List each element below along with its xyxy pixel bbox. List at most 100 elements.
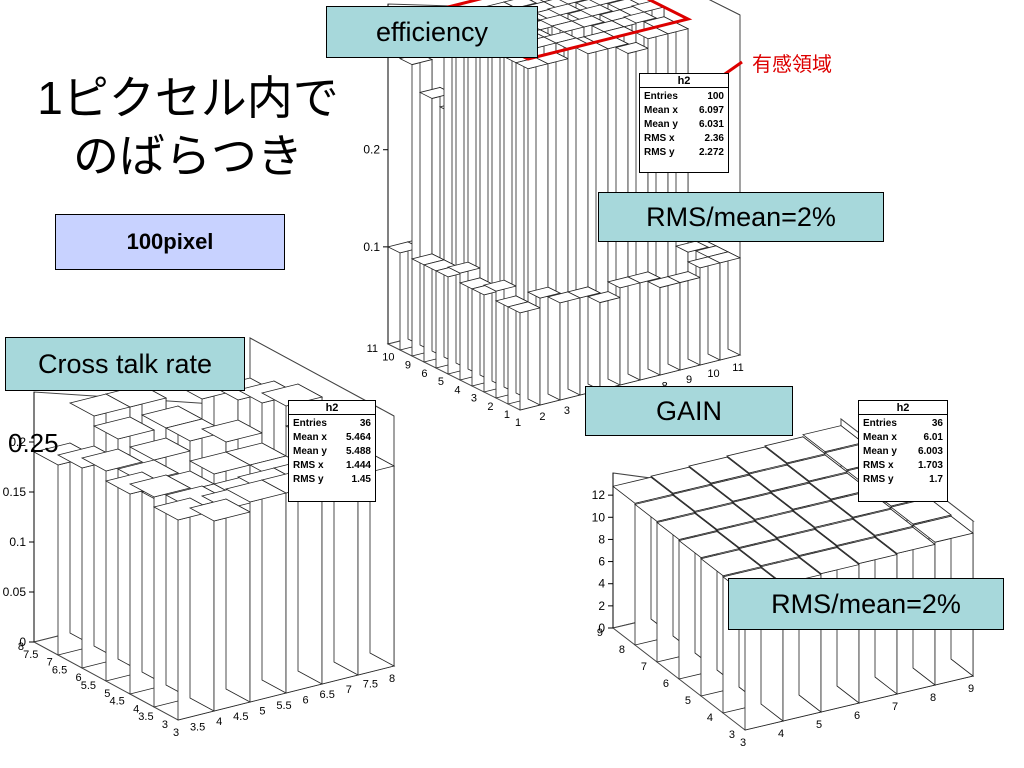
bar-top-face (808, 472, 870, 500)
y-tick-label: 7 (641, 661, 647, 673)
x-tick-label: 4 (216, 716, 222, 728)
y-tick-label: 7 (47, 657, 53, 669)
stats-name: h2 (859, 402, 947, 415)
lego-bar (506, 301, 542, 411)
z-tick-label: 0.2 (363, 143, 380, 157)
bar-top-face (80, 448, 144, 472)
x-tick-label: 4.5 (233, 711, 248, 723)
bar-top-face (614, 42, 650, 54)
bar-top-face (546, 3, 582, 16)
bar-side-face (333, 471, 359, 676)
bar-top-face (634, 494, 696, 522)
z-tick-label: 0.1 (363, 240, 380, 254)
bar-top-face (666, 271, 702, 283)
bar-side-face (189, 497, 215, 712)
bar-top-face (672, 484, 734, 512)
y-tick-label: 9 (597, 627, 603, 639)
y-tick-label: 6 (663, 678, 669, 690)
bar-side-face (607, 290, 621, 386)
bar-top-face (874, 526, 936, 554)
y-tick-label: 6 (421, 368, 427, 380)
bar-top-face (852, 508, 914, 536)
y-tick-label: 8 (619, 644, 625, 656)
z-tick-label: 6 (598, 555, 605, 569)
x-tick-label: 7 (892, 701, 898, 713)
bar-top-face (748, 464, 810, 492)
bar-top-face (526, 286, 562, 299)
bar-top-face (694, 502, 756, 530)
bar-top-face (650, 466, 712, 494)
z-tick-label: 12 (592, 488, 606, 502)
lego-plot-0: 0.10.20.312356789101112345691011 (363, 0, 744, 429)
y-tick-label: 5 (438, 376, 444, 388)
y-tick-label: 5 (104, 688, 110, 700)
y-tick-label: 4.5 (110, 696, 125, 708)
bar-side-face (687, 270, 701, 366)
y-tick-label: 1 (504, 409, 510, 421)
z-tick-label: 0.05 (3, 585, 27, 599)
bar-top-face (738, 539, 800, 567)
bar-top-face (786, 454, 848, 482)
x-tick-label: 9 (686, 374, 692, 386)
bar-top-face (732, 492, 794, 520)
y-tick-label: 6.5 (52, 664, 67, 676)
x-tick-label: 4 (778, 728, 784, 740)
bar-side-face (527, 301, 541, 406)
y-tick-label: 3 (471, 393, 477, 405)
bar-side-face (707, 256, 721, 361)
y-tick-label: 9 (405, 360, 411, 372)
gain-title: GAIN (585, 386, 793, 436)
bar-top-face (706, 251, 742, 264)
x-tick-label: 1 (515, 417, 521, 429)
bar-side-face (567, 291, 581, 396)
y-tick-label: 6 (75, 672, 81, 684)
lego-bar (546, 291, 582, 401)
lego-bar (188, 498, 252, 712)
y-tick-label: 8 (18, 641, 24, 653)
bar-side-face (297, 470, 323, 685)
efficiency-rms-note: RMS/mean=2% (598, 192, 884, 242)
lego-bar (706, 251, 742, 361)
bar-top-face (566, 286, 602, 299)
x-tick-label: 7 (346, 684, 352, 696)
bar-side-face (547, 286, 561, 401)
x-tick-label: 3 (173, 727, 179, 739)
bar-top-face (570, 15, 606, 28)
bar-side-face (627, 276, 641, 381)
z-tick-label: 0.1 (9, 535, 26, 549)
x-tick-label: 10 (707, 368, 719, 380)
z-tick-label: 0.2 (9, 435, 26, 449)
x-tick-label: 7.5 (363, 678, 378, 690)
bar-top-face (770, 482, 832, 510)
bar-top-face (688, 456, 750, 484)
bar-side-face (225, 498, 251, 703)
bar-top-face (716, 521, 778, 548)
bar-top-face (92, 416, 156, 440)
bar-top-face (912, 515, 974, 543)
slide-title: 1ピクセル内で のばらつき (18, 70, 358, 185)
x-tick-label: 6 (303, 695, 309, 707)
stats-name: h2 (289, 402, 375, 415)
bar-top-face (589, 0, 622, 6)
bar-top-face (200, 419, 264, 443)
lego-bar (606, 276, 642, 386)
y-tick-label: 3.5 (138, 711, 153, 723)
title-line-1: 1ピクセル内で (37, 72, 339, 124)
crosstalk-zmax-label: 0.25 (8, 428, 59, 458)
bar-top-face (754, 510, 816, 538)
y-tick-label: 11 (367, 343, 378, 355)
stats-name: h2 (640, 75, 728, 88)
